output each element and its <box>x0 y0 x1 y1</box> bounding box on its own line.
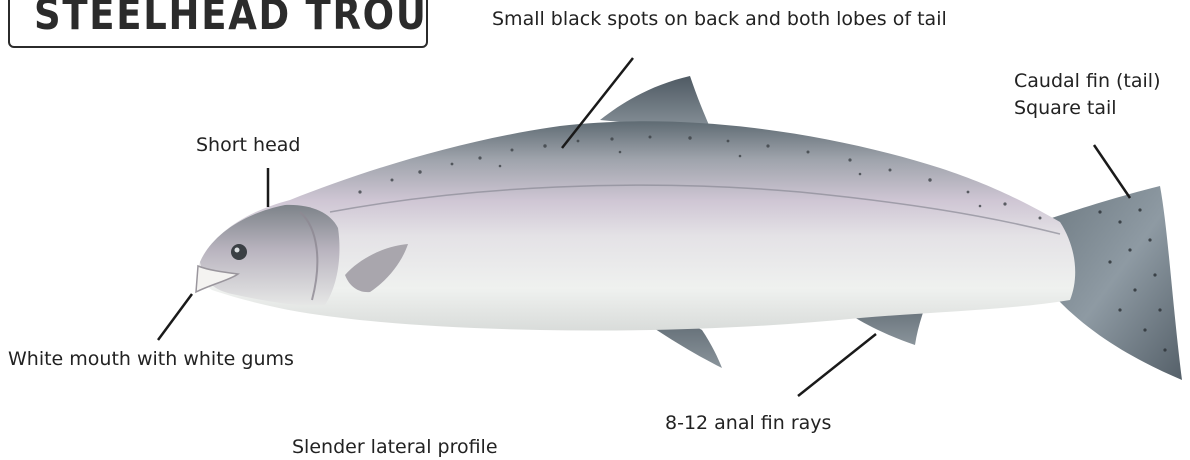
leader-caudal <box>1094 145 1130 198</box>
leader-anal <box>798 334 876 396</box>
eye-highlight <box>235 248 240 253</box>
fish-head <box>200 205 339 306</box>
eye <box>231 244 247 260</box>
leader-mouth <box>158 294 192 340</box>
